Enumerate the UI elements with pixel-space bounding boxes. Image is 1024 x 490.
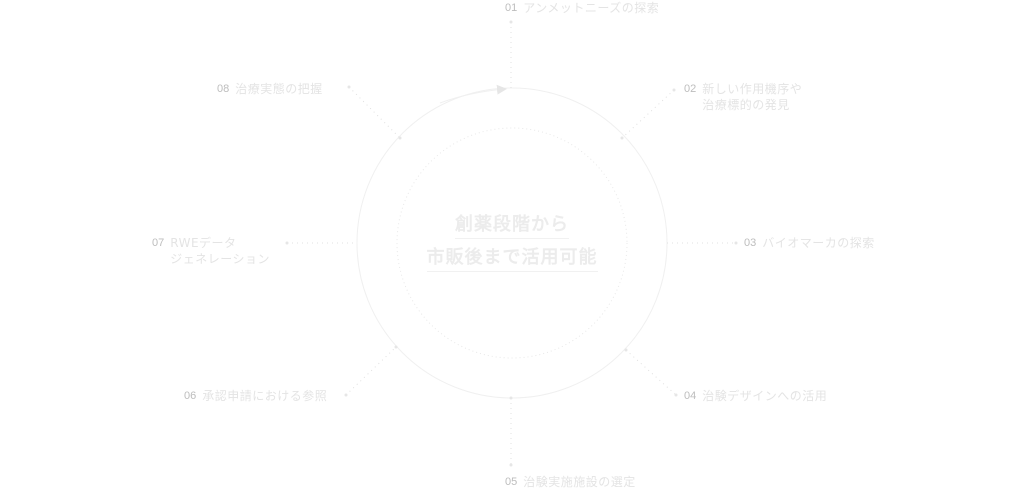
node-label: 治験実施施設の選定 <box>523 475 636 489</box>
node-label: アンメットニーズの探索 <box>523 1 660 15</box>
node-number: 05 <box>505 476 518 488</box>
node-06: 06 承認申請における参照 <box>184 388 327 404</box>
node-01: 01 アンメットニーズの探索 <box>505 0 659 16</box>
node-number: 08 <box>217 83 230 95</box>
inner-ring <box>396 127 628 359</box>
node-label: バイオマーカの探索 <box>762 236 875 250</box>
spoke-04 <box>625 349 677 396</box>
node-07: 07 RWEデータ ジェネレーション <box>152 235 270 267</box>
node-number: 06 <box>184 390 197 402</box>
node-number: 04 <box>684 390 697 402</box>
node-label: 治験デザインへの活用 <box>702 389 828 403</box>
center-message: 創薬段階から 市販後まで活用可能 <box>412 210 612 276</box>
node-number: 02 <box>684 83 697 95</box>
node-label: 新しい作用機序や 治療標的の発見 <box>702 82 803 112</box>
spoke-06 <box>345 346 397 396</box>
center-line-1: 創薬段階から <box>455 212 569 239</box>
center-line-2: 市販後まで活用可能 <box>426 245 598 272</box>
node-label: RWEデータ ジェネレーション <box>170 236 271 266</box>
spoke-02 <box>621 89 675 139</box>
node-number: 03 <box>744 237 757 249</box>
node-02: 02 新しい作用機序や 治療標的の発見 <box>684 81 802 113</box>
node-number: 07 <box>152 237 165 249</box>
node-label: 承認申請における参照 <box>202 389 328 403</box>
node-label: 治療実態の把握 <box>235 82 323 96</box>
node-08: 08 治療実態の把握 <box>217 81 323 97</box>
node-04: 04 治験デザインへの活用 <box>684 388 827 404</box>
spoke-08 <box>348 86 401 139</box>
node-03: 03 バイオマーカの探索 <box>744 235 875 251</box>
node-05: 05 治験実施施設の選定 <box>505 474 636 490</box>
ring-arrow-icon <box>439 84 507 104</box>
node-number: 01 <box>505 2 518 14</box>
